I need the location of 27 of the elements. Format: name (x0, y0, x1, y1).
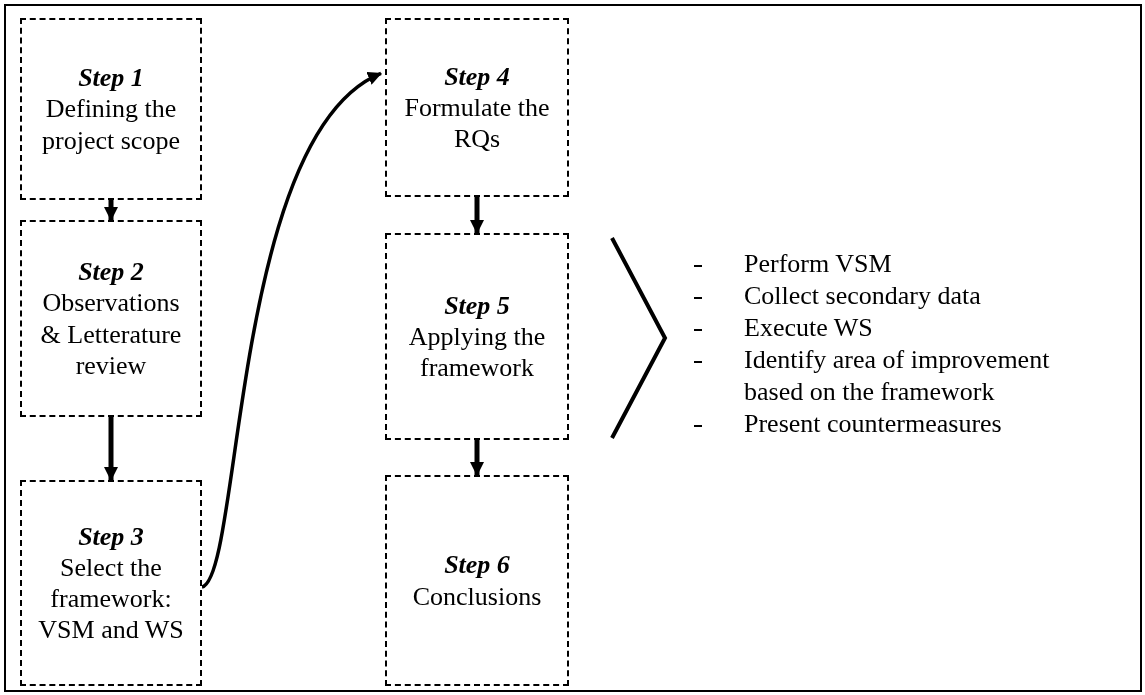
step-description: Select the framework: VSM and WS (37, 551, 185, 646)
arrow (470, 197, 484, 234)
step-box (385, 475, 569, 686)
step-heading: Step 1 (78, 62, 144, 94)
step-description: Defining the project scope (41, 93, 181, 156)
step-description: Formulate the RQs (403, 91, 551, 155)
arrow (470, 440, 484, 476)
step-heading: Step 4 (444, 60, 510, 92)
step-description: Observations & Letterature review (39, 287, 183, 381)
list-item-text: Execute WS (744, 313, 873, 342)
list-item-text: Present countermeasures (744, 409, 1002, 438)
step-box (20, 220, 202, 417)
step-box (20, 480, 202, 686)
list-item-text: Perform VSM (744, 249, 892, 278)
step-heading: Step 2 (78, 256, 144, 288)
list-item-text: Collect secondary data (744, 281, 981, 310)
arrow (104, 200, 118, 221)
list-item-text: Identify area of improvement based on the framework (744, 345, 1050, 406)
step-box (20, 18, 202, 200)
step-description: Conclusions (412, 580, 542, 612)
arrow (104, 417, 118, 481)
step-box (385, 18, 569, 197)
step-box (385, 233, 569, 440)
step-heading: Step 5 (444, 289, 510, 321)
step-heading: Step 3 (78, 520, 144, 552)
step-description: Applying the framework (407, 320, 547, 384)
step-heading: Step 6 (444, 549, 510, 581)
